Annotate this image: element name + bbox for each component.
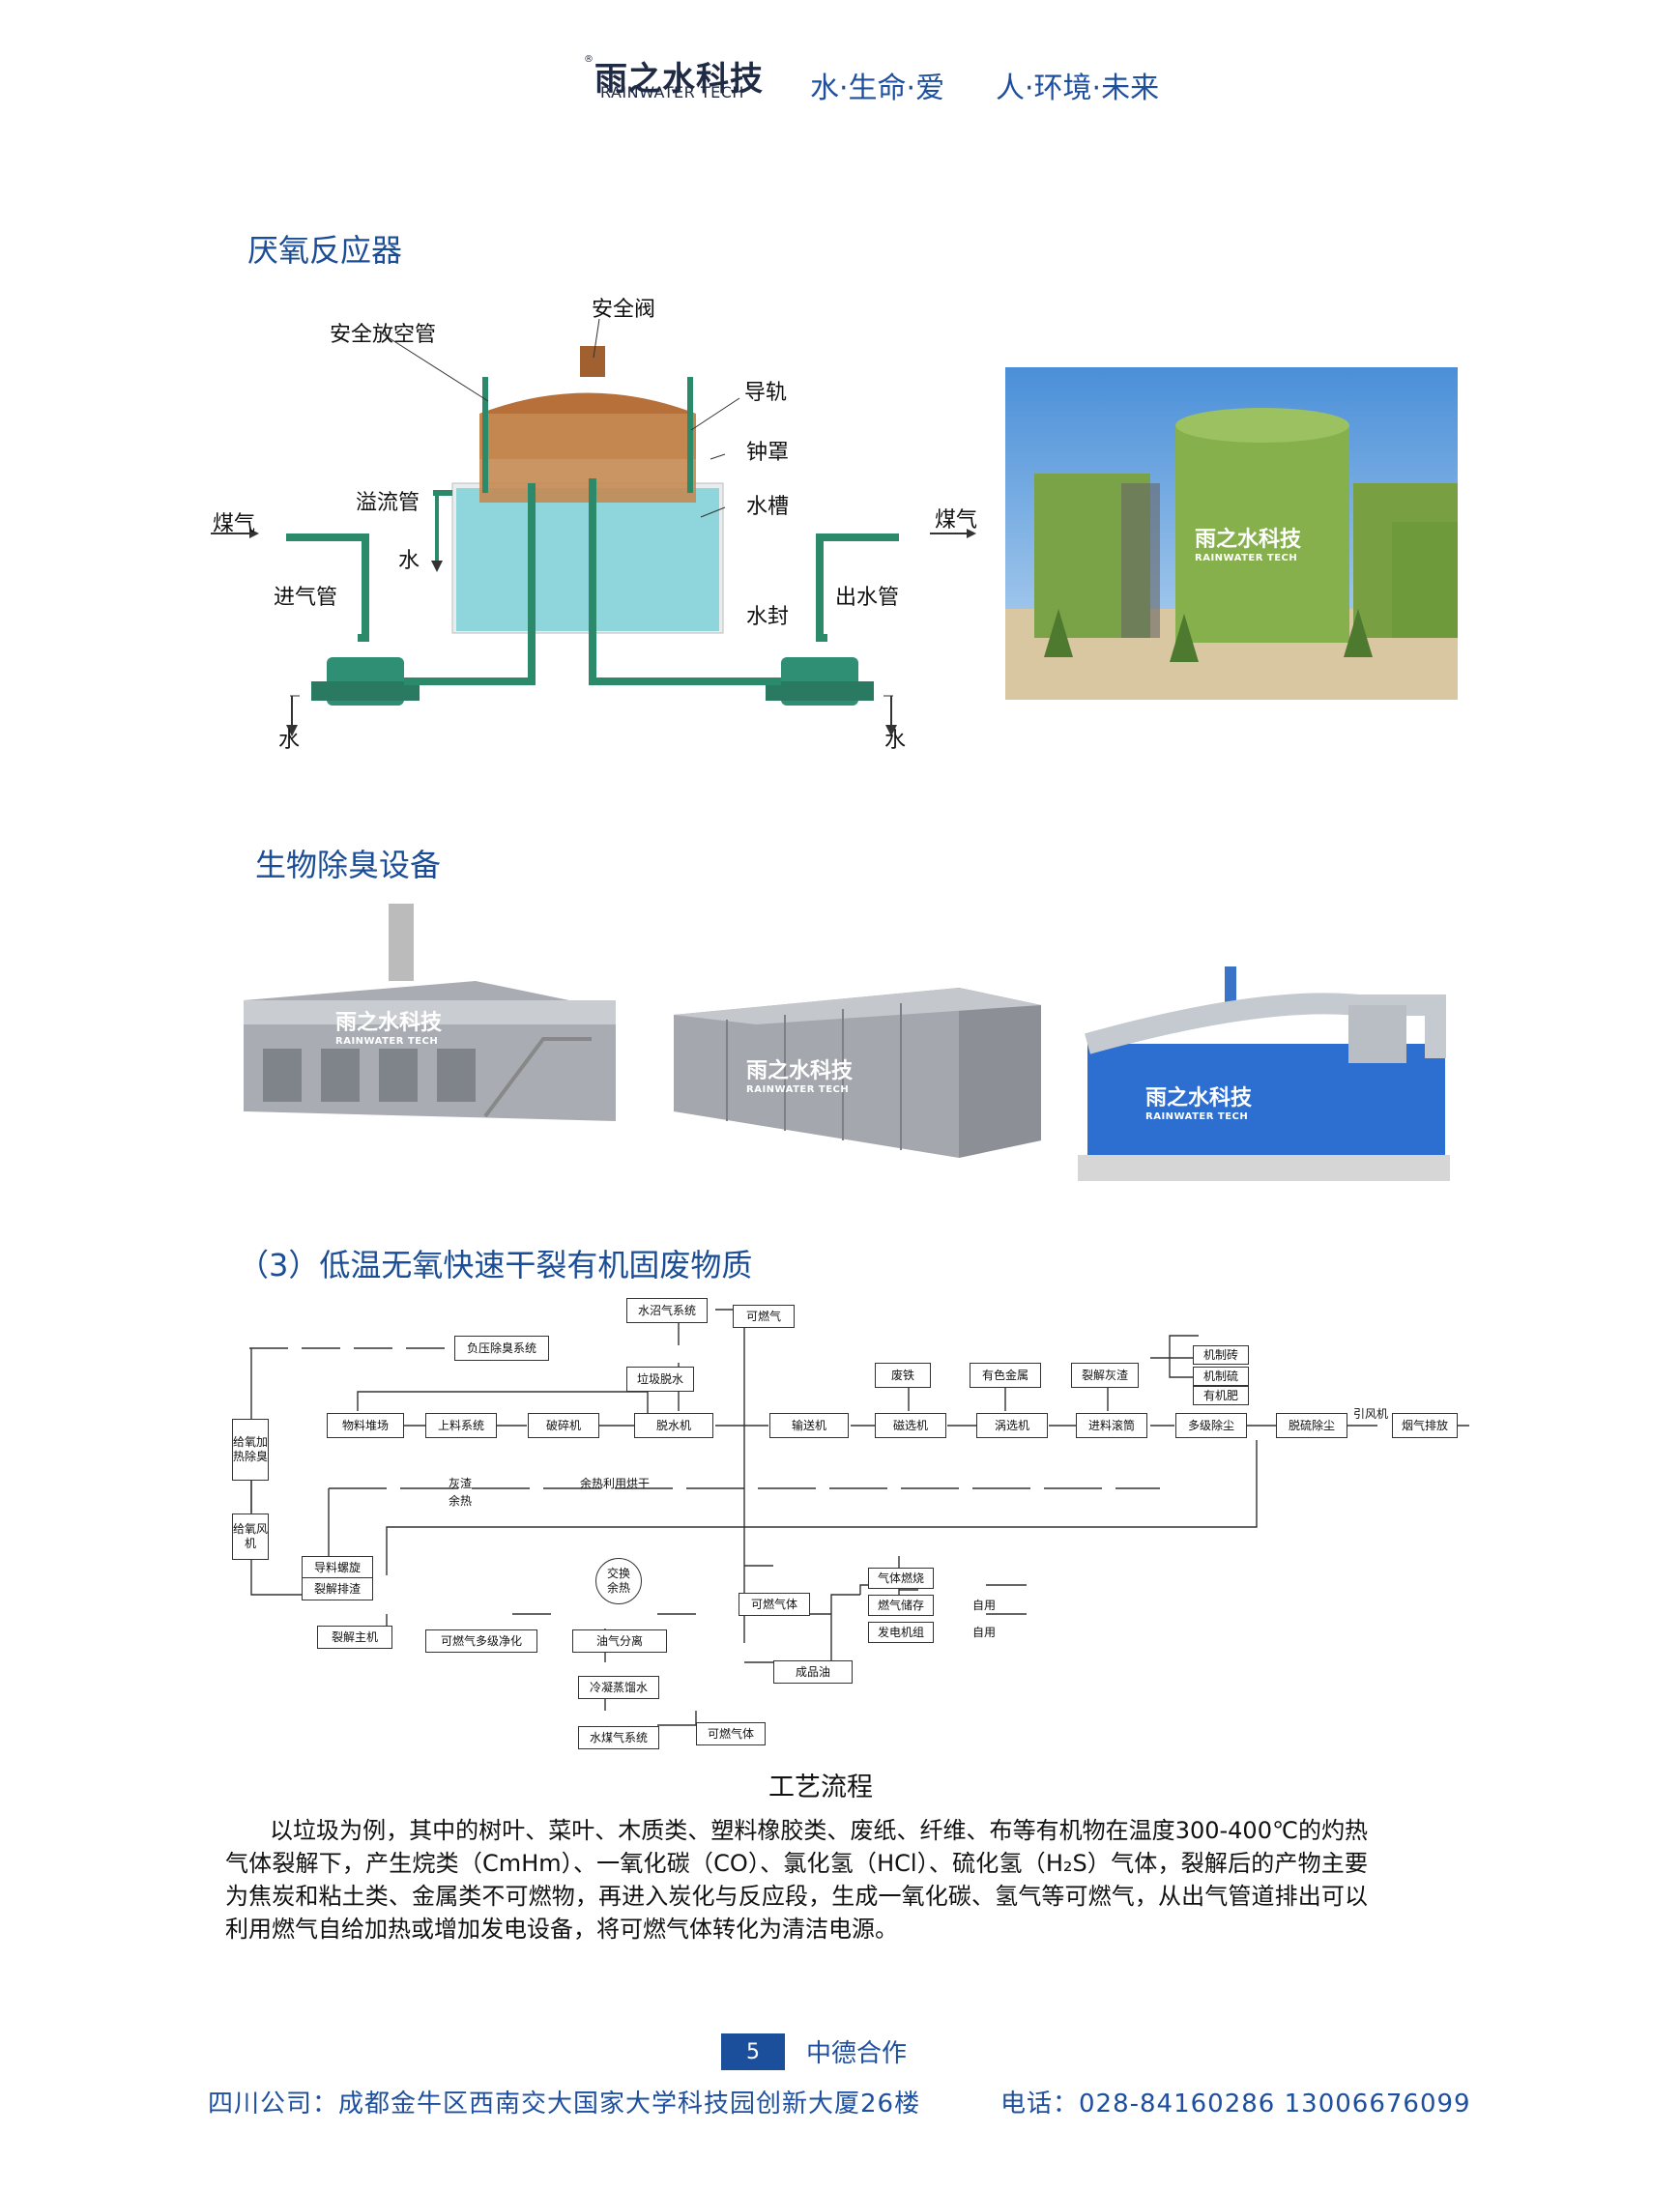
digester-photo: 雨之水科技 RAINWATER TECH [1005,367,1458,700]
label-outlet: 出水管 [835,586,900,610]
flow-multi-dust: 多级除尘 [1175,1413,1247,1438]
label-overflow: 溢流管 [356,491,420,515]
flow-gas-purify: 可燃气多级净化 [425,1629,537,1653]
company-phone: 电话：028-84160286 13006676099 [1000,2090,1471,2119]
label-rail: 导轨 [744,381,788,405]
deodor-photo-2: 雨之水科技 RAINWATER TECH [669,976,1041,1160]
deodor-photo-1-brand: 雨之水科技 RAINWATER TECH [335,1011,443,1047]
flow-negative-pressure: 负压除臭系统 [454,1336,549,1361]
flow-guide-screw: 导料螺旋 [302,1556,373,1579]
flow-fertilizer: 有机肥 [1193,1386,1249,1405]
flow-desulfurize: 脱硫除尘 [1276,1413,1347,1438]
flow-generator: 发电机组 [868,1622,934,1643]
process-paragraph-text: 以垃圾为例，其中的树叶、菜叶、木质类、塑料橡胶类、废纸、纤维、布等有机物在温度3… [225,1817,1368,1943]
flow-product-oil: 成品油 [773,1660,853,1684]
anaerobic-reactor-diagram [211,318,976,736]
registered-mark: ® [584,54,594,65]
flow-waste-heat-dry: 余热利用烘干 [580,1477,651,1490]
flow-feed-drum: 进料滚筒 [1076,1413,1147,1438]
process-paragraph: 以垃圾为例，其中的树叶、菜叶、木质类、塑料橡胶类、废纸、纤维、布等有机物在温度3… [225,1814,1368,1946]
company-address: 四川公司：成都金牛区西南交大国家大学科技园创新大厦26楼 [208,2090,921,2119]
flow-magnetic: 磁选机 [875,1413,946,1438]
cooperation-label: 中德合作 [806,2039,908,2068]
slogan-2: 人·环境·未来 [996,72,1160,105]
label-safety-valve: 安全阀 [592,298,656,322]
label-tank: 水槽 [746,495,790,519]
deodor-photo-1: 雨之水科技 RAINWATER TECH [244,904,616,1128]
flow-scrap-iron: 废铁 [875,1363,931,1388]
flow-oxygen-heat: 给氧加热除臭 [232,1419,269,1481]
flow-combustible-top: 可燃气 [733,1305,795,1328]
deodor-photo-3-brand: 雨之水科技 RAINWATER TECH [1145,1086,1253,1122]
flow-oxygen-fan: 给氧风机 [232,1514,269,1560]
flow-sulfur: 机制硫 [1193,1367,1249,1386]
flow-feed-system: 上料系统 [425,1413,497,1438]
flow-main-cracker: 裂解主机 [317,1626,392,1649]
flow-combustible-bottom: 可燃气体 [696,1722,766,1745]
flow-waste-heat-small: 余热 [449,1494,473,1508]
flow-dewater-machine: 脱水机 [634,1413,713,1438]
flow-nonferrous: 有色金属 [970,1363,1041,1388]
flow-crusher: 破碎机 [528,1413,599,1438]
flow-biogas-system: 水沼气系统 [626,1298,708,1323]
flow-gas-burn: 气体燃烧 [868,1568,934,1589]
label-water-right: 水 [884,729,907,753]
page-number: 5 [721,2033,785,2070]
flow-flue-exhaust: 烟气排放 [1392,1413,1458,1438]
section-title-pyrolysis: （3）低温无氧快速干裂有机固废物质 [238,1247,753,1283]
flow-condense: 冷凝蒸馏水 [578,1676,659,1699]
label-safety-vent: 安全放空管 [330,323,437,347]
flow-conveyor: 输送机 [769,1413,849,1438]
flow-crack-ash: 裂解灰渣 [1071,1363,1139,1388]
label-gas-out: 煤气 [935,508,978,533]
flow-heat-exchange: 交换余热 [595,1558,642,1604]
label-bell: 钟罩 [746,441,790,465]
process-caption: 工艺流程 [768,1773,873,1802]
flow-eddy: 涡选机 [976,1413,1048,1438]
flow-water-gas-system: 水煤气系统 [578,1726,659,1749]
flow-combustible-gas: 可燃气体 [739,1593,810,1616]
label-water-mid: 水 [398,549,420,573]
flow-brick: 机制砖 [1193,1345,1249,1365]
section-title-deodor: 生物除臭设备 [255,847,442,883]
flow-ash-residue: 灰渣 [449,1477,473,1490]
label-inlet: 进气管 [274,586,338,610]
flow-garbage-dewater: 垃圾脱水 [626,1367,694,1392]
label-gas-in: 煤气 [213,512,256,536]
section-title-anaerobic: 厌氧反应器 [247,232,403,269]
label-seal: 水封 [746,605,790,629]
deodor-photo-2-brand: 雨之水科技 RAINWATER TECH [746,1059,854,1095]
flow-induced-fan: 引风机 [1353,1407,1389,1421]
flow-oil-gas-separation: 油气分离 [572,1629,667,1653]
process-flow-lines [249,1309,1469,1726]
flow-self-use-1: 自用 [972,1599,997,1612]
deodor-photo-3: 雨之水科技 RAINWATER TECH [1068,966,1455,1181]
flow-gas-store: 燃气储存 [868,1595,934,1616]
logo-english: RAINWATER TECH [600,83,744,101]
flow-stockyard: 物料堆场 [327,1413,404,1438]
label-water-left: 水 [278,729,301,753]
digester-photo-brand: 雨之水科技 RAINWATER TECH [1195,528,1302,563]
flow-crack-slag: 裂解排渣 [302,1577,373,1600]
slogan-1: 水·生命·爱 [810,72,945,105]
flow-self-use-2: 自用 [972,1626,997,1639]
logo-text: 雨之水科技 [594,60,764,99]
